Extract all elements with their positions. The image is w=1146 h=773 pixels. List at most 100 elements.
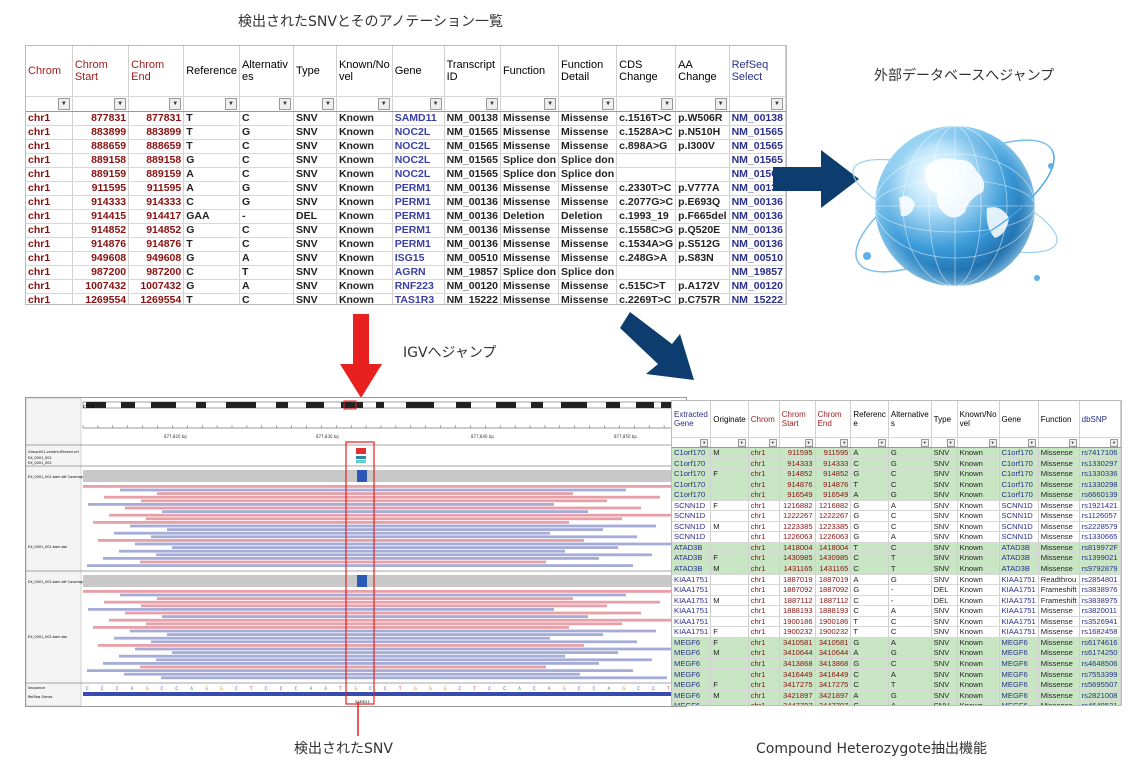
dbsnp-link[interactable]: rs2821008 — [1079, 690, 1121, 702]
dbsnp-link[interactable]: rs3526941 — [1079, 616, 1121, 628]
filter-dropdown-button[interactable]: ▼ — [377, 98, 390, 110]
dbsnp-link[interactable]: rs2228579 — [1079, 521, 1121, 533]
gene-link[interactable]: RNF223 — [392, 279, 445, 294]
filter-dropdown-button[interactable]: ▼ — [946, 438, 955, 447]
dbsnp-link[interactable]: rs4648521 — [1079, 700, 1121, 705]
filter-dropdown-button[interactable]: ▼ — [429, 98, 442, 110]
refseq-link[interactable]: NM_00136 — [729, 223, 786, 238]
gene-link[interactable]: TAS1R3 — [392, 293, 445, 304]
dbsnp-link[interactable]: rs1330297 — [1079, 458, 1121, 470]
dbsnp-link[interactable]: rs1126057 — [1079, 510, 1121, 522]
dbsnp-link[interactable]: rs7417106 — [1079, 447, 1121, 459]
gene-link[interactable]: SAMD11 — [392, 111, 445, 126]
filter-dropdown-button[interactable]: ▼ — [804, 438, 813, 447]
gene-link[interactable]: NOC2L — [392, 139, 445, 154]
dbsnp-link[interactable]: rs7553399 — [1079, 668, 1121, 681]
dbsnp-link[interactable]: rs6174616 — [1079, 637, 1121, 649]
filter-dropdown-button[interactable]: ▼ — [877, 438, 886, 447]
dbsnp-link[interactable]: rs2854801 — [1079, 574, 1121, 586]
gene-link[interactable]: PERM1 — [392, 195, 445, 210]
filter-dropdown-button[interactable]: ▼ — [485, 98, 498, 110]
dbsnp-link[interactable]: rs5695507 — [1079, 679, 1121, 691]
refseq-link[interactable]: NM_19857 — [729, 265, 786, 280]
dbsnp-link[interactable]: rs4648506 — [1079, 658, 1121, 670]
dbsnp-link[interactable]: rs3838975 — [1079, 595, 1121, 607]
filter-dropdown-button[interactable]: ▼ — [225, 98, 237, 110]
filter-dropdown-button[interactable]: ▼ — [544, 98, 557, 110]
gene-link[interactable]: PERM1 — [392, 223, 445, 238]
gene-link[interactable]: ISG15 — [392, 251, 445, 266]
refseq-link[interactable]: NM_15222 — [729, 293, 786, 304]
filter-dropdown-button[interactable]: ▼ — [920, 438, 929, 447]
filter-dropdown-button[interactable]: ▼ — [988, 438, 997, 447]
filter-dropdown-button[interactable]: ▼ — [114, 98, 127, 110]
gene-link[interactable]: PERM1 — [392, 237, 445, 252]
filter-dropdown-button[interactable]: ▼ — [737, 438, 746, 447]
filter-dropdown-button[interactable]: ▼ — [278, 98, 291, 110]
refseq-link[interactable]: NM_01565 — [729, 153, 786, 168]
dbsnp-link[interactable]: rs1330336 — [1079, 468, 1121, 480]
filter-dropdown-button[interactable]: ▼ — [771, 98, 783, 110]
dbsnp-link[interactable]: rs3838976 — [1079, 584, 1121, 596]
gene-link[interactable]: AGRN — [392, 265, 445, 280]
gene-link[interactable]: PERM1 — [392, 209, 445, 224]
dbsnp-link[interactable]: rs6660139 — [1079, 489, 1121, 501]
refseq-link[interactable]: NM_00136 — [729, 209, 786, 224]
filter-dropdown-button[interactable]: ▼ — [169, 98, 182, 110]
filter-dropdown-button[interactable]: ▼ — [1110, 438, 1118, 447]
dbsnp-link[interactable]: rs6174250 — [1079, 647, 1121, 659]
filter-dropdown-button[interactable]: ▼ — [1068, 438, 1077, 447]
gene-link[interactable]: NOC2L — [392, 167, 445, 182]
filter-dropdown-button[interactable]: ▼ — [321, 98, 334, 110]
dbsnp-link[interactable]: rs1330665 — [1079, 531, 1121, 543]
dbsnp-link[interactable]: rs3820011 — [1079, 605, 1121, 617]
refseq-link[interactable]: NM_00136 — [729, 237, 786, 252]
dbsnp-link[interactable]: rs819972F — [1079, 542, 1121, 554]
dbsnp-link[interactable]: rs1921421 — [1079, 500, 1121, 512]
dbsnp-link[interactable]: rs1682458 — [1079, 626, 1121, 638]
filter-dropdown-button[interactable]: ▼ — [768, 438, 777, 447]
dbsnp-link[interactable]: rs1399021 — [1079, 552, 1121, 564]
filter-dropdown-button[interactable]: ▼ — [661, 98, 674, 110]
filter-dropdown-button[interactable]: ▼ — [714, 98, 727, 110]
filter-dropdown-button[interactable]: ▼ — [57, 98, 70, 110]
filter-dropdown-button[interactable]: ▼ — [602, 98, 615, 110]
dbsnp-link[interactable]: rs9792879 — [1079, 563, 1121, 575]
dbsnp-link[interactable]: rs1330298 — [1079, 479, 1121, 491]
refseq-link[interactable]: NM_00138 — [729, 111, 786, 126]
gene-link[interactable]: PERM1 — [392, 181, 445, 196]
refseq-link[interactable]: NM_01565 — [729, 139, 786, 154]
refseq-link[interactable]: NM_01565 — [729, 125, 786, 140]
